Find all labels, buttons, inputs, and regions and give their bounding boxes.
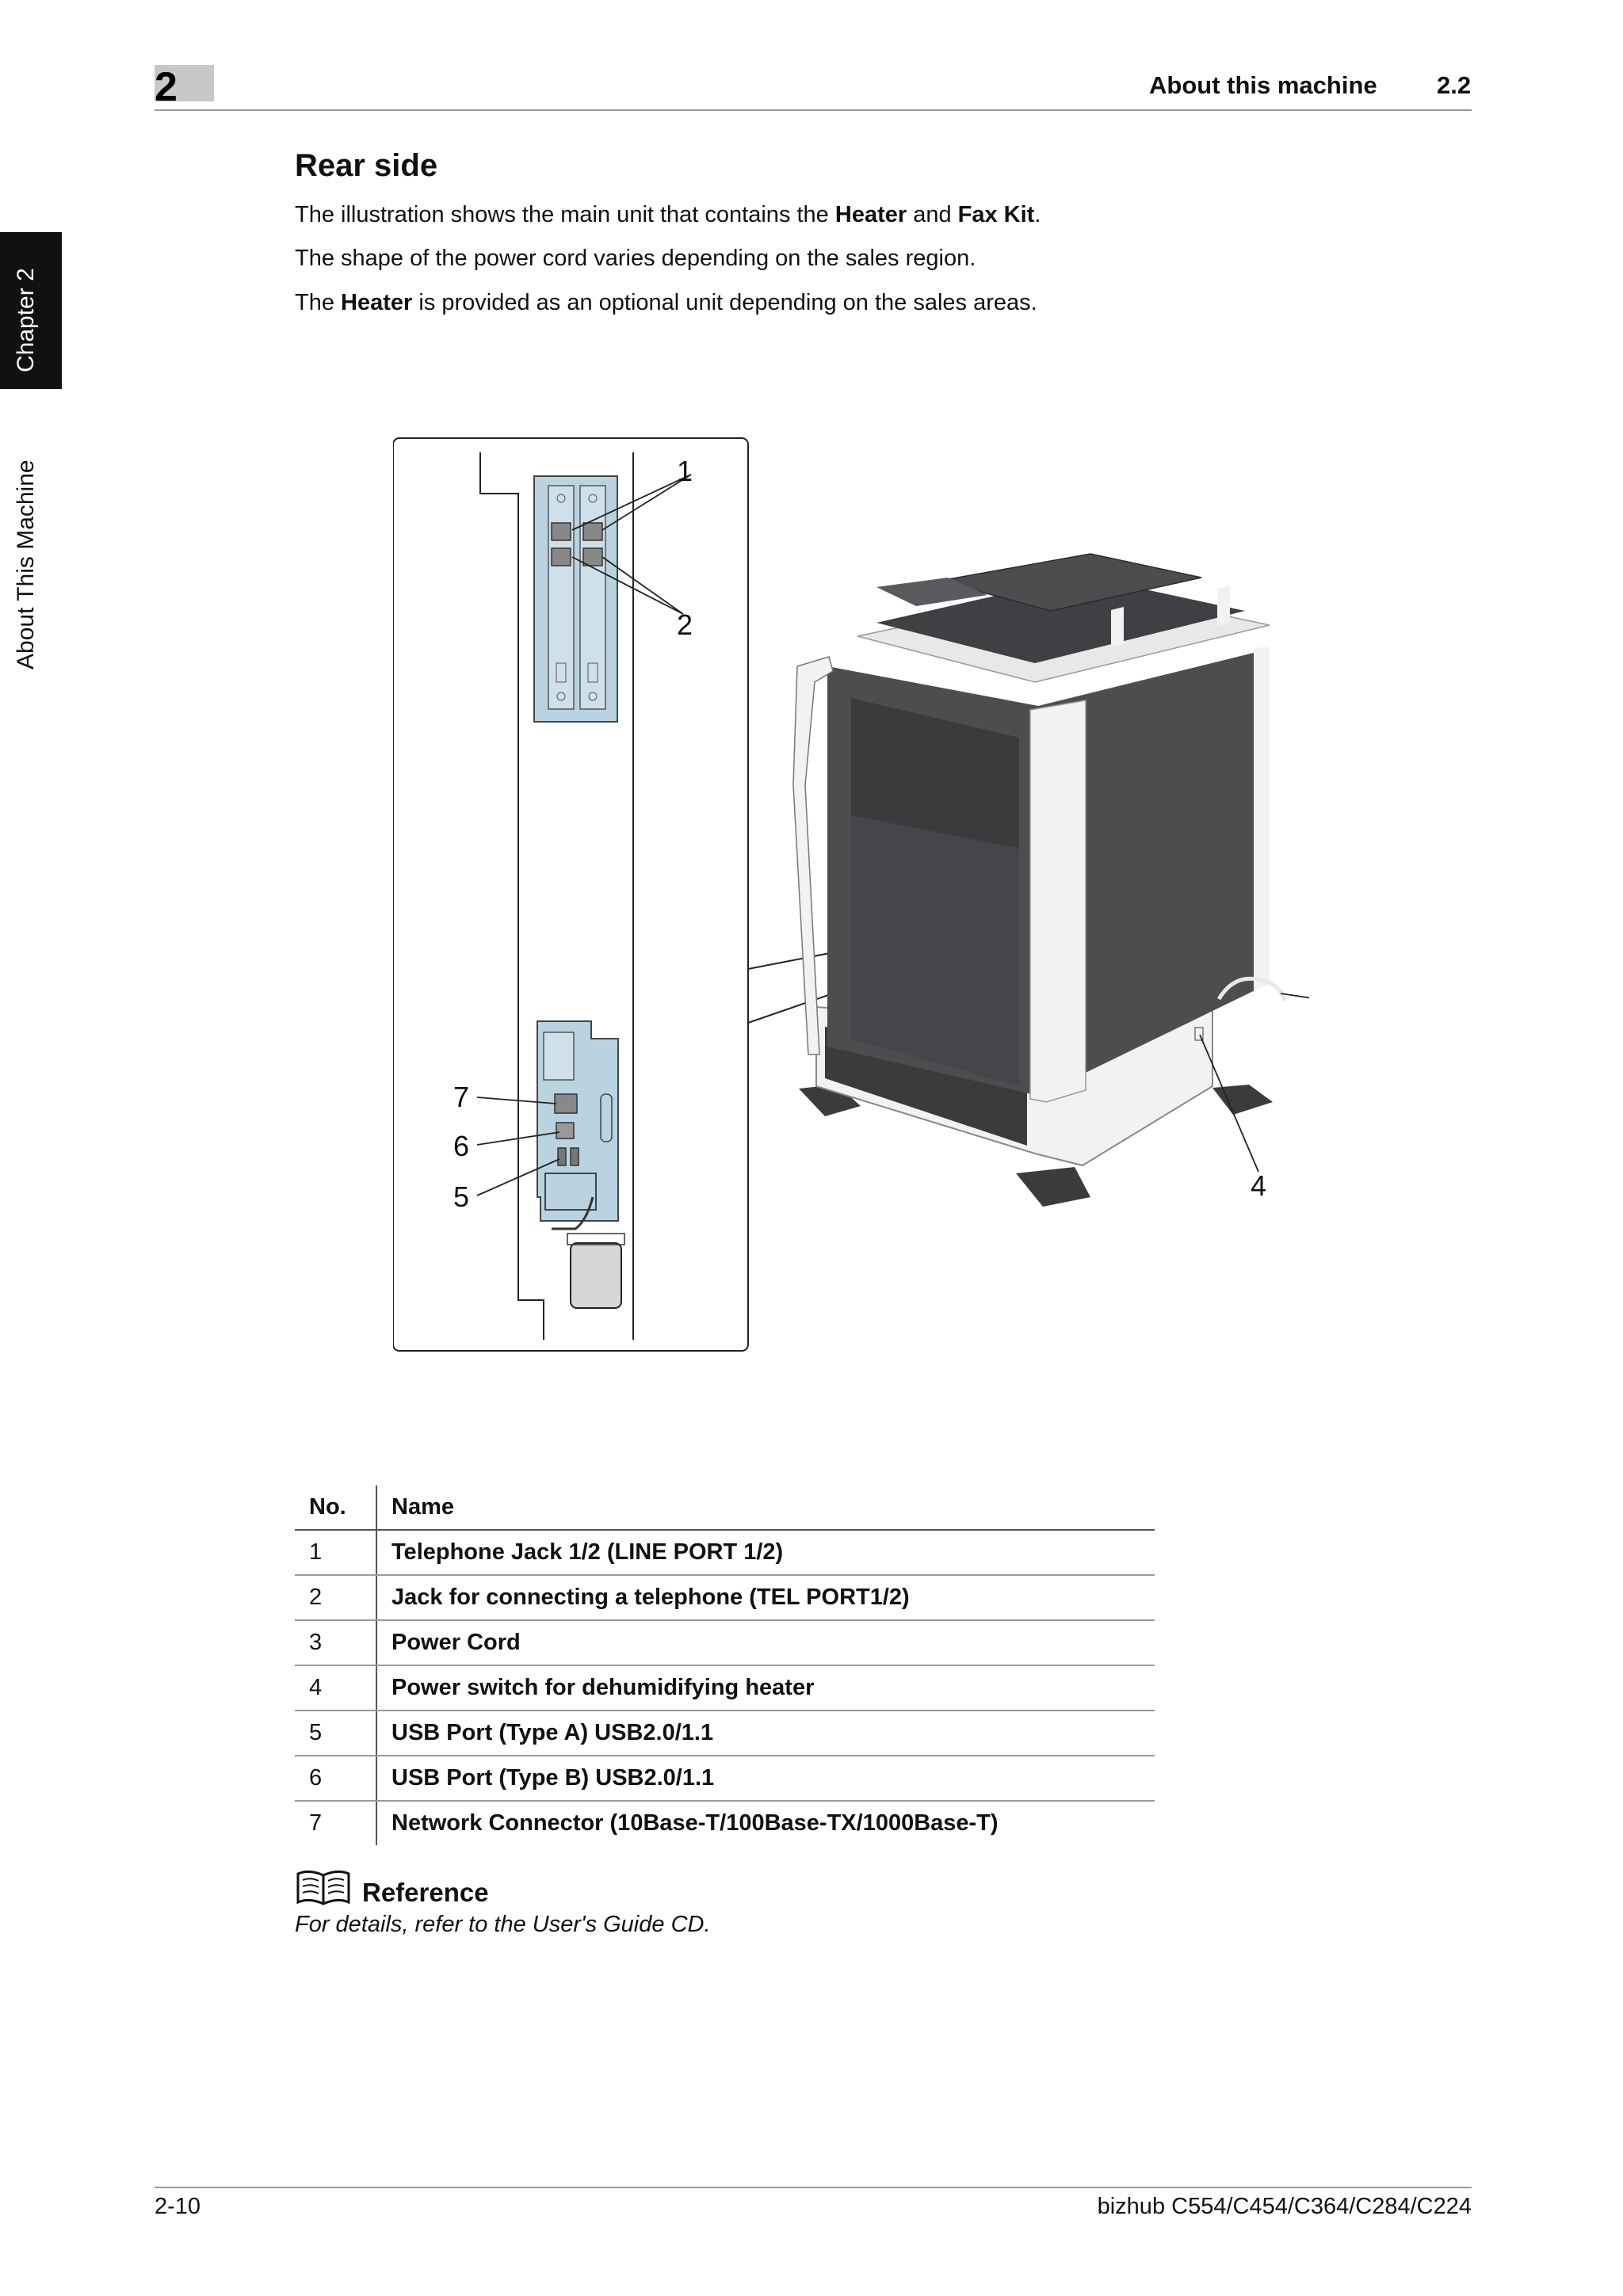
section-side-tab-label[interactable]: About This Machine [13,460,39,669]
part-name: USB Port (Type A) USB2.0/1.1 [376,1711,1155,1756]
fax-board-2 [579,485,606,710]
text-run: The [295,290,342,315]
usb-type-a-port-2 [570,1147,579,1166]
part-number: 5 [295,1711,377,1756]
usb-type-a-port-1 [557,1147,567,1166]
callout-3-leader [1280,993,1309,999]
fax-board-1 [548,485,575,710]
part-number: 3 [295,1620,377,1666]
chapter-number-box [155,65,214,101]
bold-term: Heater [834,202,907,227]
inset-power-plug [570,1242,622,1309]
callout-2-leader-b [601,556,684,615]
callout-2-leader-a [571,556,684,615]
chapter-side-tab[interactable] [0,232,62,389]
inset-machine-edge [479,452,544,1340]
book-icon [296,1870,350,1905]
callout-6-leader [476,1131,560,1146]
part-number: 2 [295,1575,377,1621]
reference-title: Reference [362,1878,489,1907]
callout-5-leader [476,1158,560,1196]
callout-6: 6 [453,1130,469,1162]
text-run: The illustration shows the main unit tha… [295,202,835,227]
power-cord [1216,976,1287,1001]
header-title: About this machine [1149,71,1377,99]
network-connector [554,1093,578,1114]
section-title: Rear side [295,148,438,183]
heater-note: The Heater is provided as an optional un… [295,289,1037,316]
bold-term: Fax Kit [957,202,1035,227]
chapter-number: 2 [155,64,178,110]
model-name: bizhub C554/C454/C364/C284/C224 [1097,2194,1472,2219]
line-port-1 [551,522,571,541]
power-cord-note: The shape of the power cord varies depen… [295,245,976,272]
footer-divider [155,2187,1472,2188]
callout-1-leader-a [571,474,692,531]
callout-4-leader [1199,1034,1259,1173]
part-name: Power Cord [376,1620,1155,1666]
tel-port-1 [551,547,571,566]
part-name: Jack for connecting a telephone (TEL POR… [376,1575,1155,1621]
header-section-number: 2.2 [1437,71,1472,99]
callout-5: 5 [453,1180,469,1213]
tel-port-2 [582,547,603,566]
table-row: 7 Network Connector (10Base-T/100Base-TX/… [295,1801,1155,1845]
page-number: 2-10 [155,2194,201,2219]
heater-switch [1194,1027,1204,1041]
callout-1: 1 [677,455,693,487]
callout-7-leader [476,1097,557,1104]
line-port-2 [582,522,603,541]
part-name: Power switch for dehumidifying heater [376,1665,1155,1711]
intro-paragraph: The illustration shows the main unit tha… [295,201,1041,228]
part-number: 1 [295,1530,377,1576]
chapter-side-tab-label: Chapter 2 [13,268,39,372]
machine-body [792,553,1287,1207]
text-run: is provided as an optional unit dependin… [412,290,1037,315]
table-header-row: No. Name [295,1486,1155,1531]
text-run: The shape of the power cord varies depen… [295,246,976,271]
inset-frame [393,437,749,1352]
part-number: 4 [295,1665,377,1711]
part-name: Network Connector (10Base-T/100Base-TX/1… [391,1810,999,1836]
part-name: Telephone Jack 1/2 (LINE PORT 1/2) [376,1530,1155,1576]
text-run: . [1034,202,1041,227]
header-divider [155,109,1472,111]
column-header-no: No. [295,1486,377,1531]
callout-2: 2 [677,608,693,641]
usb-type-b-port [556,1122,575,1139]
part-number: 7 [295,1801,377,1845]
reference-text: For details, refer to the User's Guide C… [295,1912,711,1937]
callout-1-leader-b [601,474,692,531]
part-number: 6 [295,1756,377,1802]
column-header-name: Name [376,1486,1155,1531]
part-name: USB Port (Type B) USB2.0/1.1 [376,1756,1155,1802]
text-run: and [907,202,958,227]
callout-4: 4 [1251,1169,1266,1202]
bold-term: Heater [341,290,413,315]
rear-side-illustration: 1 2 3 4 5 6 7 [393,437,1309,1352]
callout-7: 7 [453,1081,469,1113]
